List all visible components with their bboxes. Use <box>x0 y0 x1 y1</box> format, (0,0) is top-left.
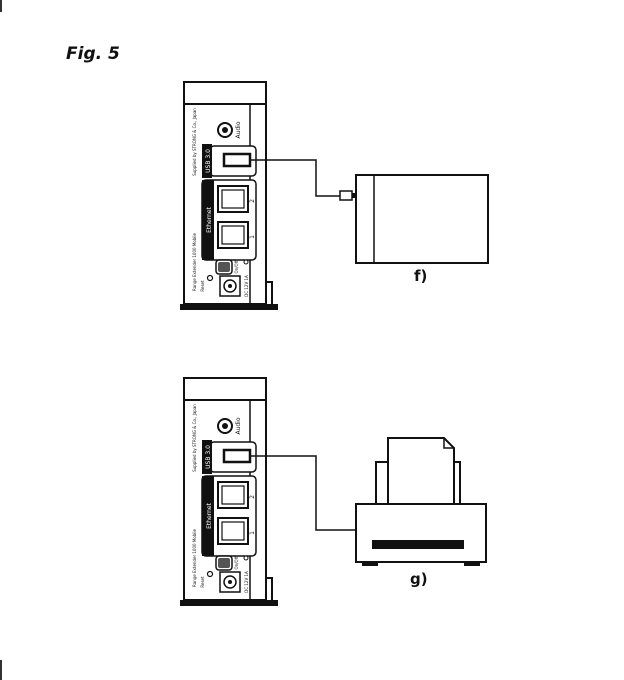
external-drive <box>356 175 488 263</box>
label-ethernet: Ethernet <box>206 206 213 232</box>
label-usb: USB 3.0 <box>205 149 212 173</box>
label-power: DC 12V 1A <box>244 571 249 593</box>
label-model: Range Extender 1000 Mobile <box>192 233 197 291</box>
label-onoff: On/Off <box>234 260 239 273</box>
router-device-bottom: Audio USB 3.0 Supplied by STRONG & Co., … <box>180 378 278 606</box>
label-onoff: On/Off <box>234 556 239 569</box>
label-power: DC 12V 1A <box>244 275 249 297</box>
caption-f: f) <box>414 267 427 285</box>
label-reset: Reset <box>200 280 205 292</box>
caption-g: g) <box>410 570 428 588</box>
label-ethernet: Ethernet <box>206 502 213 528</box>
label-supplied-by: Supplied by STRONG & Co., Japan <box>192 108 197 176</box>
label-reset: Reset <box>200 576 205 588</box>
label-audio: Audio <box>235 417 242 434</box>
label-supplied-by: Supplied by STRONG & Co., Japan <box>192 404 197 472</box>
printer <box>356 438 486 566</box>
label-usb: USB 3.0 <box>205 445 212 469</box>
label-model: Range Extender 1000 Mobile <box>192 529 197 587</box>
label-port-2: 2 <box>249 199 256 203</box>
label-port-1: 1 <box>249 531 256 535</box>
label-port-1: 1 <box>249 235 256 239</box>
usb-plug-top <box>340 191 352 200</box>
label-audio: Audio <box>235 121 242 138</box>
router-device-top: Audio USB 3.0 Supplied by STRONG & Co., … <box>180 82 278 310</box>
label-port-2: 2 <box>249 495 256 499</box>
